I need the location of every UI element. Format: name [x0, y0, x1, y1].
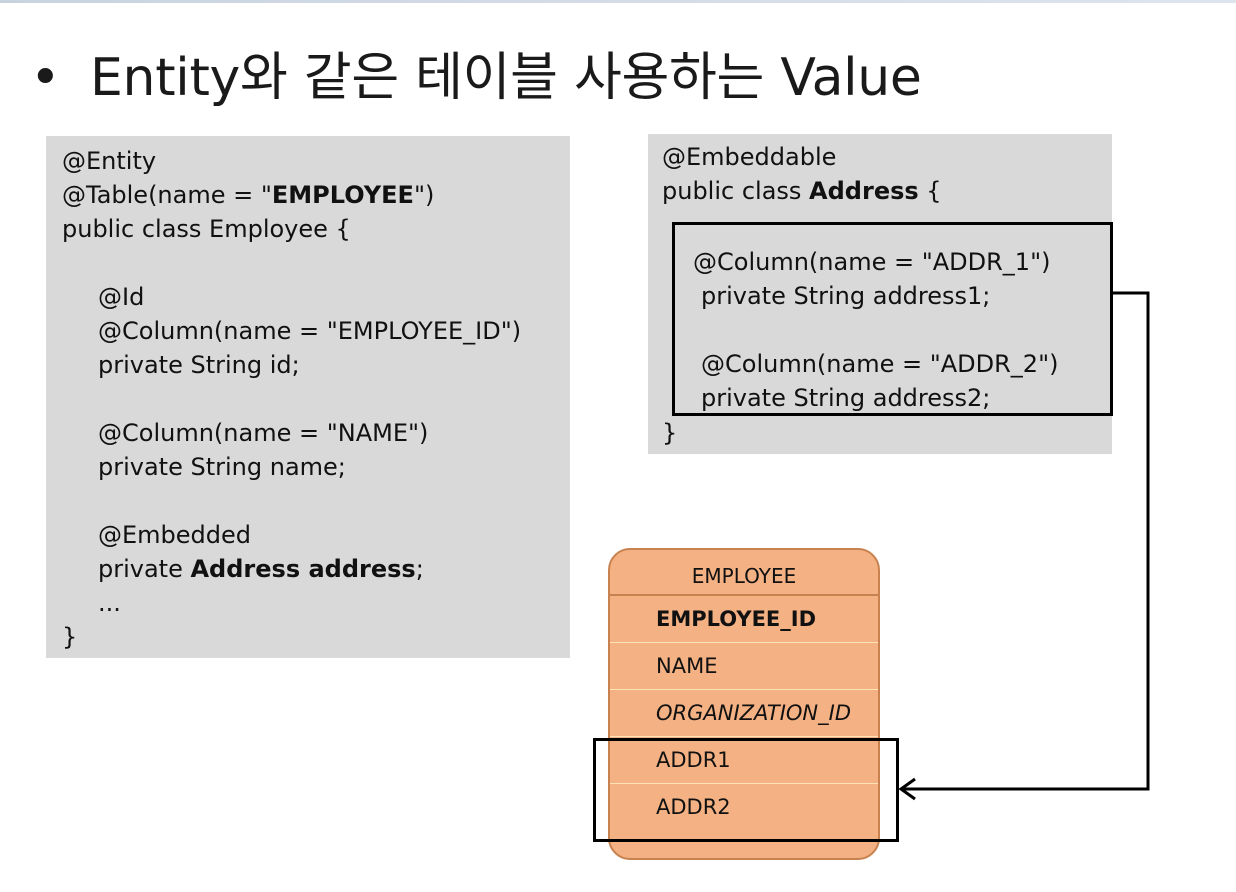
code-line-class-declaration: public class Employee { [62, 215, 351, 243]
top-rule [0, 0, 1236, 3]
table-row-addr1: ADDR1 [610, 737, 878, 784]
code-line-closing-brace: } [662, 419, 678, 447]
code-line-address1-field: private String address1; [701, 282, 991, 310]
arrowhead-icon [898, 777, 916, 801]
code-line-column-employee-id: @Column(name = "EMPLOYEE_ID") [98, 317, 522, 345]
table-row-organization-id: ORGANIZATION_ID [610, 690, 878, 737]
entity-code-block: @Entity @Table(name = "EMPLOYEE") public… [46, 136, 570, 658]
addr-columns-selection [593, 738, 899, 842]
address-columns-highlight: @Column(name = "ADDR_1") private String … [672, 222, 1113, 416]
code-line-table-annotation: @Table(name = "EMPLOYEE") [46, 178, 570, 212]
code-line-embedded-annotation: @Embedded [98, 521, 252, 549]
slide-title-text: Entity와 같은 테이블 사용하는 Value [90, 48, 922, 108]
code-line-column-addr2: @Column(name = "ADDR_2") [701, 350, 1059, 378]
code-line-column-addr1: @Column(name = "ADDR_1") [693, 248, 1051, 276]
code-line-id-field: private String id; [98, 351, 300, 379]
code-fragment: ") [413, 181, 435, 209]
code-line-id-annotation: @Id [98, 283, 145, 311]
address-field-bold: Address address [190, 555, 416, 583]
code-line-column-name: @Column(name = "NAME") [98, 419, 429, 447]
code-fragment: public class [662, 177, 810, 205]
code-line-closing-brace: } [62, 623, 78, 651]
code-fragment: ; [415, 555, 424, 583]
table-name-bold: EMPLOYEE [271, 181, 414, 209]
table-row-addr2: ADDR2 [656, 795, 731, 819]
code-fragment: { [918, 177, 942, 205]
table-row-name: NAME [610, 643, 878, 690]
code-fragment: private [98, 555, 191, 583]
embeddable-code-block: @Embeddable public class Address { } [648, 134, 1112, 454]
address-class-bold: Address [809, 177, 919, 205]
code-line-ellipsis: ... [98, 589, 121, 617]
code-line-address2-field: private String address2; [701, 384, 991, 412]
code-line-entity-annotation: @Entity [62, 147, 157, 175]
code-line-address-class: public class Address { [648, 174, 1112, 208]
code-line-embeddable-annotation: @Embeddable [662, 143, 837, 171]
table-row-employee-id: EMPLOYEE_ID [610, 596, 878, 643]
slide-title: • Entity와 같은 테이블 사용하는 Value [30, 44, 922, 124]
table-header: EMPLOYEE [610, 550, 878, 596]
code-line-name-field: private String name; [98, 453, 346, 481]
bullet-icon: • [30, 48, 61, 108]
code-fragment: @Table(name = " [62, 181, 272, 209]
code-line-address-field: private Address address; [46, 552, 570, 586]
connector-line [903, 291, 1150, 791]
employee-table: EMPLOYEE EMPLOYEE_ID NAME ORGANIZATION_I… [608, 548, 880, 860]
